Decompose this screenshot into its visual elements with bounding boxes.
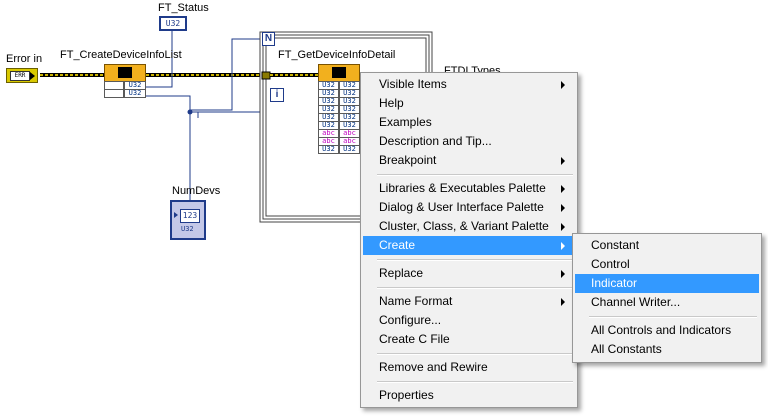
- loop-count-terminal[interactable]: N: [262, 32, 275, 46]
- library-icon: [332, 67, 346, 78]
- submenu-item-constant[interactable]: Constant: [591, 238, 640, 252]
- create-list-terminal[interactable]: [104, 89, 124, 98]
- create-list-terminal[interactable]: U32: [124, 89, 146, 98]
- menu-separator: [377, 259, 573, 261]
- error-in-control[interactable]: ERR: [6, 68, 38, 83]
- menu-separator: [589, 316, 757, 318]
- menu-item-name-format[interactable]: Name Format: [363, 292, 575, 311]
- get-detail-terminal[interactable]: U32: [318, 145, 339, 154]
- menu-item-create[interactable]: Create: [363, 236, 575, 255]
- get-detail-terminal[interactable]: U32: [339, 145, 360, 154]
- menu-separator: [377, 174, 573, 176]
- submenu-item-all-controls-and-indicators[interactable]: All Controls and Indicators: [591, 323, 732, 337]
- menu-item-examples[interactable]: Examples: [379, 115, 432, 129]
- menu-separator: [377, 287, 573, 289]
- get-detail-node[interactable]: [318, 64, 360, 82]
- submenu-item-channel-writer[interactable]: Channel Writer...: [591, 295, 681, 309]
- numdevs-display: 123: [180, 209, 200, 223]
- create-list-node[interactable]: [104, 64, 146, 82]
- menu-item-create-c-file[interactable]: Create C File: [379, 332, 450, 346]
- numdevs-type: U32: [181, 225, 194, 233]
- loop-index-terminal[interactable]: i: [270, 88, 284, 102]
- menu-item-cluster-palette[interactable]: Cluster, Class, & Variant Palette: [363, 217, 575, 236]
- menu-item-configure[interactable]: Configure...: [379, 313, 442, 327]
- menu-separator: [377, 381, 573, 383]
- submenu-arrow-icon: [561, 157, 565, 165]
- menu-item-libraries-palette[interactable]: Libraries & Executables Palette: [363, 179, 575, 198]
- menu-item-help[interactable]: Help: [379, 96, 404, 110]
- terminal-arrow-icon: [30, 72, 35, 80]
- loop-tunnel[interactable]: [261, 71, 271, 80]
- error-in-label: Error in: [6, 53, 43, 65]
- error-cluster-icon: ERR: [10, 71, 30, 81]
- menu-item-remove-and-rewire[interactable]: Remove and Rewire: [379, 360, 488, 374]
- submenu-item-indicator[interactable]: Indicator: [575, 274, 759, 293]
- menu-item-properties[interactable]: Properties: [379, 388, 434, 402]
- menu-separator: [377, 353, 573, 355]
- status-label: FT_Status: [158, 2, 209, 14]
- submenu-arrow-icon: [561, 298, 565, 306]
- create-submenu: Constant Control Indicator Channel Write…: [572, 233, 762, 363]
- menu-item-description-and-tip[interactable]: Description and Tip...: [379, 134, 492, 148]
- status-indicator[interactable]: U32: [159, 16, 187, 31]
- wire-junction: [187, 109, 193, 115]
- numdevs-indicator[interactable]: 123 U32: [170, 200, 206, 240]
- get-detail-label: FT_GetDeviceInfoDetail: [278, 49, 396, 61]
- menu-item-breakpoint[interactable]: Breakpoint: [363, 151, 575, 170]
- submenu-item-all-constants[interactable]: All Constants: [591, 342, 662, 356]
- create-list-label: FT_CreateDeviceInfoList: [60, 49, 182, 61]
- submenu-arrow-icon: [561, 242, 565, 250]
- numdevs-label: NumDevs: [172, 185, 221, 197]
- library-icon: [118, 67, 132, 78]
- menu-item-visible-items[interactable]: Visible Items: [363, 75, 575, 94]
- context-menu: Visible Items Help Examples Description …: [360, 72, 578, 408]
- submenu-arrow-icon: [561, 223, 565, 231]
- submenu-arrow-icon: [561, 185, 565, 193]
- terminal-arrow-icon: [174, 212, 178, 218]
- submenu-item-control[interactable]: Control: [591, 257, 630, 271]
- menu-item-dialog-palette[interactable]: Dialog & User Interface Palette: [363, 198, 575, 217]
- submenu-arrow-icon: [561, 204, 565, 212]
- menu-item-replace[interactable]: Replace: [363, 264, 575, 283]
- submenu-arrow-icon: [561, 270, 565, 278]
- submenu-arrow-icon: [561, 81, 565, 89]
